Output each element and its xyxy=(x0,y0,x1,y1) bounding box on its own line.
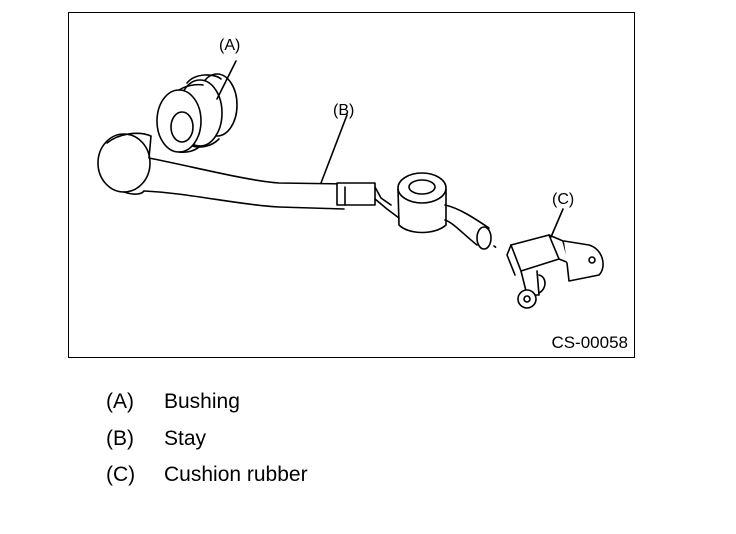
legend-key-b: (B) xyxy=(106,426,134,450)
legend-text-cushion-rubber: Cushion rubber xyxy=(164,463,308,486)
stay-illustration xyxy=(97,132,499,250)
callout-b-label: (B) xyxy=(333,102,355,119)
leader-line-c xyxy=(550,208,564,238)
callout-a-label: (A) xyxy=(219,37,241,54)
leader-line-b xyxy=(320,114,348,184)
leader-line-a xyxy=(216,60,237,100)
legend-text-stay: Stay xyxy=(164,426,207,450)
cushion-rubber-illustration xyxy=(506,234,604,309)
callout-c-label: (C) xyxy=(552,191,575,208)
legend-key-a: (A) xyxy=(106,390,134,413)
diagram-frame: (A) (B) (C) CS-00058 xyxy=(68,12,635,358)
bushing-illustration xyxy=(156,73,238,154)
stay-assembly-drawing xyxy=(97,60,604,309)
legend-key-c: (C) xyxy=(106,463,136,486)
legend-text-bushing: Bushing xyxy=(164,390,240,413)
figure-id: CS-00058 xyxy=(551,333,628,352)
